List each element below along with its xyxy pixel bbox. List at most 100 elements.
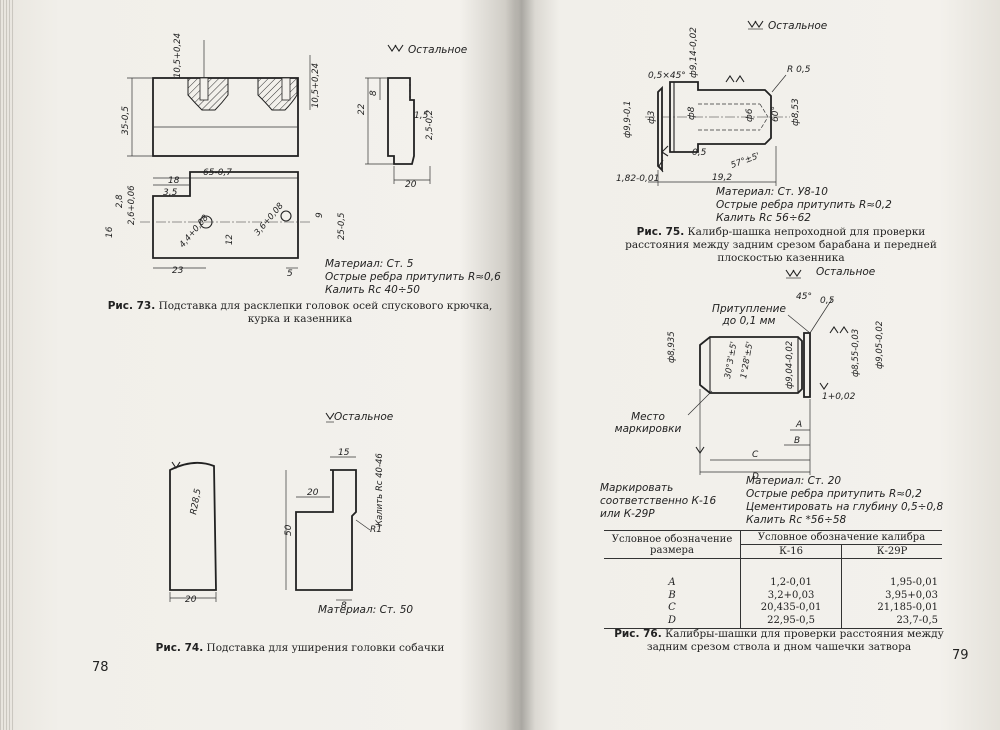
fig76-note-hardness: Калить Rc *56÷58 xyxy=(746,514,847,526)
svg-text:ф9,05-0,02: ф9,05-0,02 xyxy=(875,321,885,369)
fig75-remaining-label: Остальное xyxy=(768,20,828,32)
table-cell-k16: 3,2+0,03 xyxy=(767,589,815,601)
svg-text:1+0,02: 1+0,02 xyxy=(822,392,856,402)
fig76-note-material: Материал: Ст. 20 xyxy=(746,475,842,487)
right-page: 0,5×45° ф9,14-0,02 R 0,5 ф9,9-0,1 ф3 ф8 … xyxy=(520,0,1000,730)
table-cell-letter: D xyxy=(667,614,677,626)
fig73-remaining-label: Остальное xyxy=(408,44,467,56)
fig75-caption-label: Рис. 75. xyxy=(636,226,685,238)
svg-text:57°±5': 57°±5' xyxy=(730,151,762,171)
svg-text:19,2: 19,2 xyxy=(712,173,732,183)
fig76-drawing: 45° 0,5 ф8,935 30°3'±5' 1°28'±5' ф9,04-0… xyxy=(667,269,885,482)
fig75-notes: Материал: Ст. У8-10 Острые ребра притупи… xyxy=(716,186,892,225)
fig74-remaining-label: Остальное xyxy=(334,411,394,423)
left-page-number: 78 xyxy=(92,660,109,675)
svg-text:R1: R1 xyxy=(370,525,382,535)
fig75-gauge-body xyxy=(669,81,772,153)
svg-text:C: C xyxy=(752,450,759,460)
table-cell-k29: 23,7-0,5 xyxy=(896,614,938,626)
fig73-note-material: Материал: Ст. 5 xyxy=(325,258,414,270)
svg-text:8: 8 xyxy=(341,601,347,611)
svg-text:65-0,7: 65-0,7 xyxy=(203,168,232,178)
roughness-mark xyxy=(387,44,404,52)
svg-text:2,6+0,06: 2,6+0,06 xyxy=(127,185,137,225)
fig74-caption-label: Рис. 74. xyxy=(155,642,204,654)
fig74-left-part xyxy=(169,461,217,591)
fig76-notes: Материал: Ст. 20 Острые ребра притупить … xyxy=(746,475,943,527)
svg-text:Калить Rc 40-46: Калить Rc 40-46 xyxy=(375,453,385,526)
svg-text:10,5+0,24: 10,5+0,24 xyxy=(311,63,321,108)
book-gutter xyxy=(505,0,535,730)
fig73-note-edges: Острые ребра притупить R≈0,6 xyxy=(325,271,501,283)
svg-text:0,5: 0,5 xyxy=(820,296,835,306)
fig76-caption-text: Калибры-шашки для проверки расстояния ме… xyxy=(646,628,944,653)
fig73-caption-label: Рис. 73. xyxy=(107,300,156,312)
svg-text:16: 16 xyxy=(105,226,115,238)
right-page-number: 79 xyxy=(952,648,969,663)
svg-text:18: 18 xyxy=(168,176,180,186)
svg-text:30°3'±5': 30°3'±5' xyxy=(723,341,739,380)
svg-text:0,5: 0,5 xyxy=(692,148,707,158)
svg-text:R 0,5: R 0,5 xyxy=(787,65,811,75)
table-cell-k16: 20,435-0,01 xyxy=(760,602,822,613)
svg-text:50: 50 xyxy=(284,524,294,536)
svg-text:2,8: 2,8 xyxy=(115,194,125,208)
fig75-drawing: 0,5×45° ф9,14-0,02 R 0,5 ф9,9-0,1 ф3 ф8 … xyxy=(616,20,811,186)
svg-text:ф9,9-0,1: ф9,9-0,1 xyxy=(623,101,633,138)
fig75-caption: Рис. 75. Калибр-шашка непроходной для пр… xyxy=(616,226,946,265)
fig76-note-edges: Острые ребра притупить R≈0,2 xyxy=(746,488,922,500)
svg-text:ф9,04-0,02: ф9,04-0,02 xyxy=(785,341,795,389)
table-cell-letter: C xyxy=(668,602,676,613)
page-edges xyxy=(0,0,14,730)
svg-text:1°28'±5': 1°28'±5' xyxy=(739,341,755,380)
svg-text:ф9,14-0,02: ф9,14-0,02 xyxy=(689,27,699,78)
fig74-right-part xyxy=(295,469,357,591)
svg-text:1,82-0,01: 1,82-0,01 xyxy=(616,174,659,184)
fig74-caption: Рис. 74. Подставка для уширения головки … xyxy=(140,642,460,655)
table-cell-letter: B xyxy=(668,589,676,601)
svg-text:ф8,935: ф8,935 xyxy=(667,331,677,363)
fig73-note-hardness: Калить Rc 40÷50 xyxy=(325,284,420,296)
table-header-size: Условное обозначение размера xyxy=(604,530,741,559)
fig73-caption-text: Подставка для расклепки головок осей спу… xyxy=(158,300,493,325)
svg-text:23: 23 xyxy=(172,266,184,276)
svg-text:25-0,5: 25-0,5 xyxy=(337,213,347,240)
svg-text:ф6: ф6 xyxy=(745,108,755,122)
svg-text:1,5: 1,5 xyxy=(414,111,429,121)
svg-text:A: A xyxy=(795,420,802,430)
table-cell-letter: A xyxy=(668,577,676,588)
fig76-remaining-label: Остальное xyxy=(816,266,876,278)
svg-text:12: 12 xyxy=(225,234,235,245)
svg-text:22: 22 xyxy=(357,103,367,115)
table-header-k16: К-16 xyxy=(740,544,843,559)
table-row: A B C D 1,2-0,01 3,2+0,03 20,435-0,01 22… xyxy=(604,558,942,629)
table-cell-k29: 21,185-0,01 xyxy=(877,602,938,613)
table-cell-k16: 22,95-0,5 xyxy=(767,614,815,626)
table-cell-k16: 1,2-0,01 xyxy=(770,577,812,588)
fig75-note-edges: Острые ребра притупить R≈0,2 xyxy=(716,199,892,211)
svg-text:15: 15 xyxy=(338,448,350,458)
fig74-caption-text: Подставка для уширения головки собачки xyxy=(206,642,445,654)
svg-text:20: 20 xyxy=(405,180,417,190)
svg-text:10,5+0,24: 10,5+0,24 xyxy=(173,33,183,78)
svg-text:4,4+0,08: 4,4+0,08 xyxy=(178,213,211,250)
fig75-note-material: Материал: Ст. У8-10 xyxy=(716,186,828,198)
fig76-note-case: Цементировать на глубину 0,5÷0,8 xyxy=(746,501,944,513)
table-header-k29: К-29Р xyxy=(841,544,942,559)
svg-text:ф3: ф3 xyxy=(647,110,657,124)
svg-text:3,5: 3,5 xyxy=(163,188,178,198)
fig76-mark-place: Место маркировки xyxy=(614,411,682,435)
svg-text:R28,5: R28,5 xyxy=(189,488,203,516)
fig75-note-hardness: Калить Rc 56÷62 xyxy=(716,212,811,224)
svg-text:60°: 60° xyxy=(771,106,781,122)
svg-text:35-0,5: 35-0,5 xyxy=(121,106,131,135)
svg-text:45°: 45° xyxy=(796,292,812,302)
svg-text:ф8,53: ф8,53 xyxy=(791,98,801,126)
svg-text:8: 8 xyxy=(369,90,379,96)
svg-text:20: 20 xyxy=(185,595,197,605)
table-cell-k29: 3,95+0,03 xyxy=(885,589,938,601)
svg-text:0,5×45°: 0,5×45° xyxy=(648,71,686,81)
fig76-dull-note: Притупление до 0,1 мм xyxy=(712,303,786,327)
left-page: Остальное 35-0,5 10,5+0,24 10,5+0,24 xyxy=(92,33,501,675)
